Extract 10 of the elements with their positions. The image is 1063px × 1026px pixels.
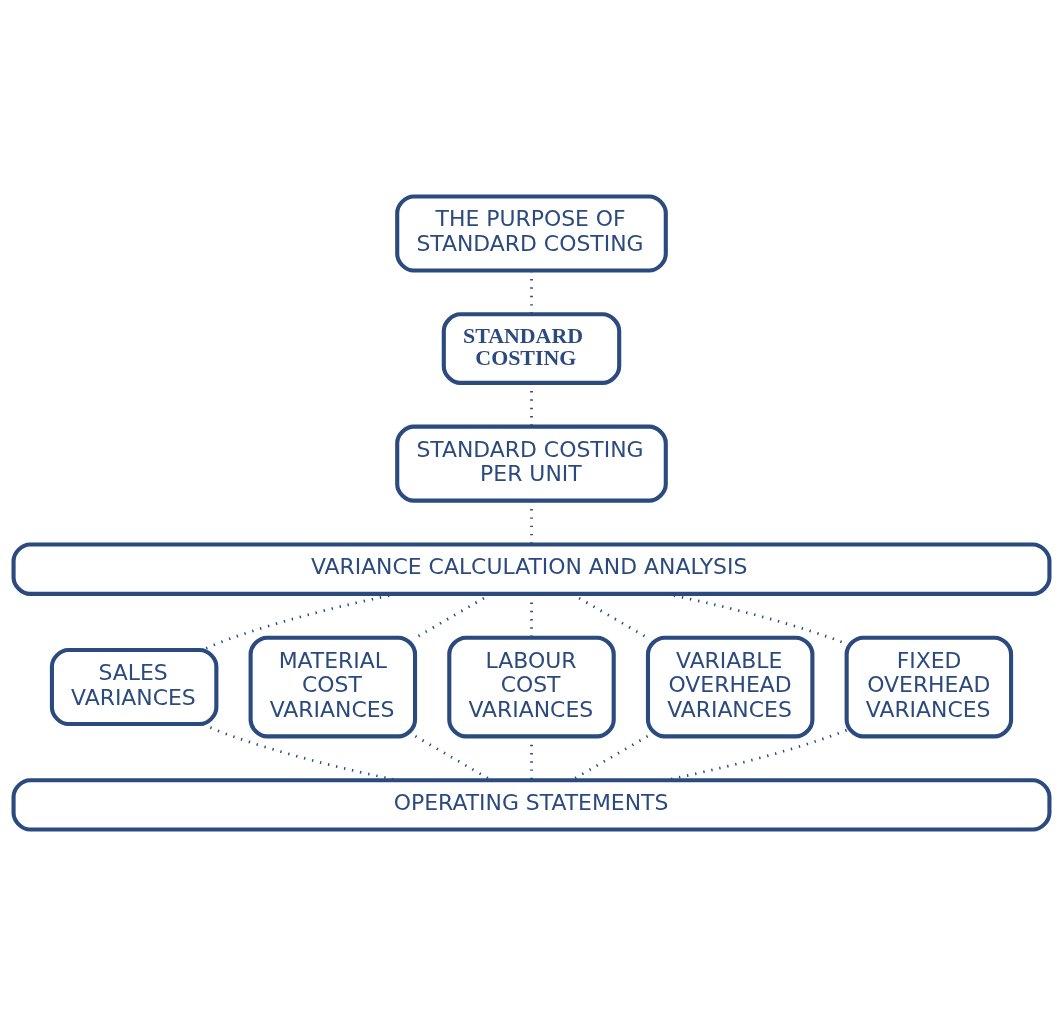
- node-box: SALES VARIANCES: [49, 647, 219, 727]
- node-box: LABOUR COST VARIANCES: [447, 635, 616, 739]
- node-box: STANDARD COSTING: [441, 312, 622, 385]
- node-box: MATERIAL COST VARIANCES: [248, 635, 418, 739]
- node-box: FIXED OVERHEAD VARIANCES: [844, 635, 1014, 739]
- node-box: OPERATING STATEMENTS: [11, 778, 1052, 832]
- node-box: THE PURPOSE OF STANDARD COSTING: [395, 194, 668, 273]
- node-box: VARIANCE CALCULATION AND ANALYSIS: [11, 542, 1052, 596]
- node-box: VARIABLE OVERHEAD VARIANCES: [645, 635, 815, 739]
- node-box: STANDARD COSTING PER UNIT: [395, 424, 668, 503]
